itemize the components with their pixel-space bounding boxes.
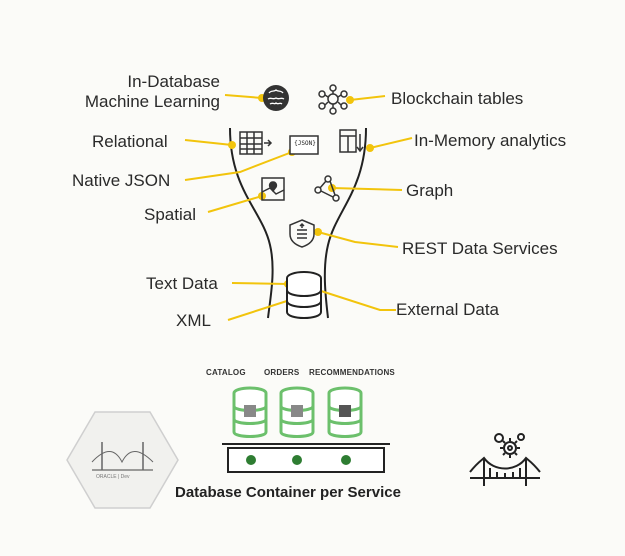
connector-lines bbox=[184, 94, 413, 321]
container-db-catalog bbox=[232, 386, 268, 438]
label-in-memory: In-Memory analytics bbox=[414, 131, 567, 150]
connector-relational bbox=[184, 139, 233, 146]
table-icon bbox=[239, 131, 273, 155]
blockchain-icon bbox=[318, 84, 348, 115]
container-caption: Database Container per Service bbox=[175, 484, 401, 501]
container-label-catalog: CATALOG bbox=[206, 368, 246, 377]
label-spatial: Spatial bbox=[144, 205, 196, 224]
container-db-recommendations bbox=[327, 386, 363, 438]
brain-icon bbox=[263, 85, 289, 111]
oracle-hexagon-logo bbox=[66, 411, 179, 509]
container-platform bbox=[222, 443, 390, 473]
label-text-data: Text Data bbox=[146, 274, 218, 293]
connector-rest bbox=[317, 231, 399, 248]
json-icon-text: {JSON} bbox=[294, 140, 316, 147]
connector-json bbox=[184, 151, 293, 181]
rest-icon bbox=[289, 219, 315, 248]
label-in-database-ml: In-Database Machine Learning bbox=[84, 72, 220, 111]
graph-icon bbox=[314, 175, 340, 202]
connector-text bbox=[231, 282, 289, 285]
connector-graph bbox=[331, 187, 403, 191]
label-external-data: External Data bbox=[396, 300, 499, 319]
funnel-left-curve bbox=[229, 127, 274, 319]
connector-ml bbox=[224, 94, 263, 99]
connector-external bbox=[317, 289, 396, 311]
connector-inmemory bbox=[369, 137, 413, 149]
in-memory-icon bbox=[339, 129, 364, 153]
connector-blockchain bbox=[349, 95, 386, 101]
map-icon bbox=[261, 177, 285, 201]
json-icon bbox=[289, 135, 319, 155]
funnel-right-curve bbox=[323, 127, 367, 319]
container-label-orders: ORDERS bbox=[264, 368, 300, 377]
container-label-recommendations: RECOMMENDATIONS bbox=[309, 368, 395, 377]
label-xml: XML bbox=[176, 311, 211, 330]
label-blockchain: Blockchain tables bbox=[391, 89, 524, 108]
connector-xml bbox=[227, 299, 291, 321]
label-rest: REST Data Services bbox=[402, 239, 558, 258]
connector-spatial bbox=[207, 195, 263, 213]
bridge-gear-icon bbox=[469, 433, 541, 486]
logo-text: ORACLE | Dev bbox=[96, 474, 130, 480]
database-icon bbox=[286, 271, 322, 319]
label-relational: Relational bbox=[92, 132, 168, 151]
label-graph: Graph bbox=[406, 181, 454, 200]
container-db-orders bbox=[279, 386, 315, 438]
label-native-json: Native JSON bbox=[72, 171, 171, 190]
